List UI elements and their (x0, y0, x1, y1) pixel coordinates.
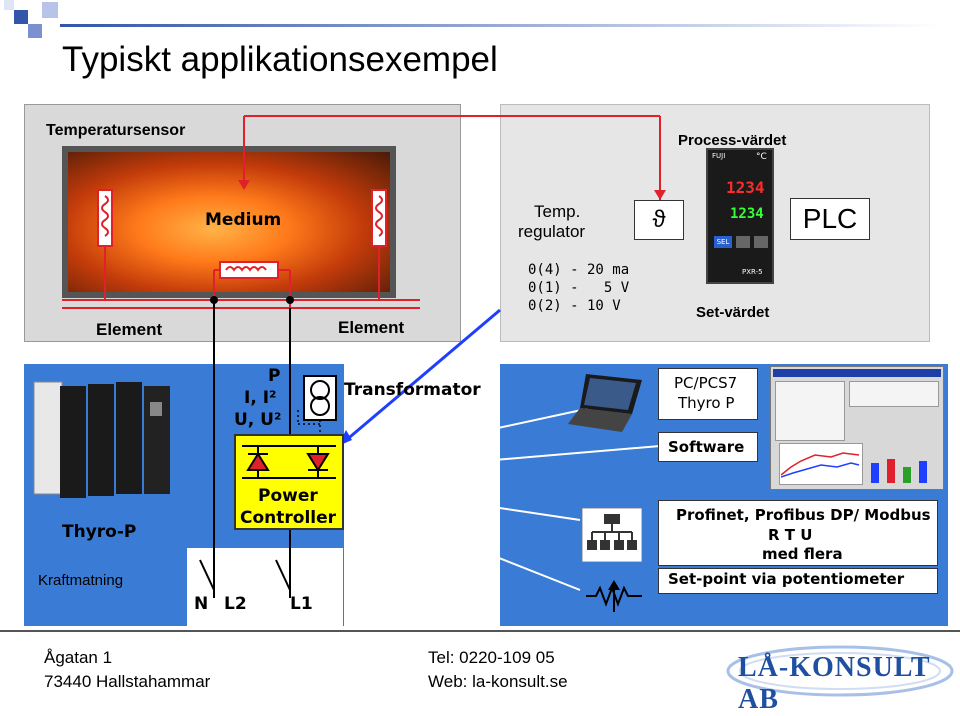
footer-web[interactable]: Web: la-konsult.se (428, 672, 568, 691)
set-value-label: Set-värdet (696, 304, 770, 321)
medium-label: Medium (205, 210, 282, 230)
signal-range-1: 0(4) - 20 ma (528, 262, 630, 278)
temperature-controller-device: FUJI °C 1234 1234 SEL PXR-5 (706, 148, 774, 284)
controller-pv-display: 1234 (726, 178, 765, 197)
footer-address-line1: Ågatan 1 (44, 648, 113, 667)
controller-model: PXR-5 (742, 268, 763, 276)
controller-brand: FUJI (712, 152, 726, 160)
controller-unit: °C (756, 152, 767, 162)
u-u2-label: U, U² (234, 410, 282, 430)
controller-up-button[interactable] (754, 236, 768, 248)
controller-down-button[interactable] (736, 236, 750, 248)
logo-swoosh (726, 645, 954, 697)
pc-pcs7-box (658, 368, 758, 420)
controller-sv-display: 1234 (730, 206, 764, 222)
transformator-label: Transformator (344, 380, 481, 400)
power-controller-label-line2: Controller (240, 508, 337, 528)
element-right-label: Element (338, 318, 405, 337)
controller-sel-button[interactable]: SEL (714, 236, 732, 248)
pc-pcs7-label-line2: Thyro P (678, 394, 735, 412)
p-label: P (268, 366, 281, 386)
theta-symbol: ϑ (634, 200, 684, 240)
footer-tel: Tel: 0220-109 05 (428, 648, 555, 667)
furnace-image (62, 146, 396, 298)
transformer-icon (303, 375, 337, 421)
neutral-label: N (194, 594, 209, 614)
process-value-label: Process-värdet (678, 132, 787, 149)
network-icon (582, 508, 642, 562)
element-left-label: Element (96, 320, 163, 339)
heater-coil-middle (219, 261, 279, 279)
software-box (658, 432, 758, 462)
plc-box: PLC (790, 198, 870, 240)
software-label: Software (668, 438, 745, 456)
l2-label: L2 (224, 594, 247, 614)
power-controller-box (234, 434, 344, 530)
company-logo: LÅ-KONSULT AB (738, 652, 931, 715)
software-screenshot (770, 366, 944, 490)
protocol-label-line2: R T U (768, 526, 813, 544)
heater-coil-right (371, 189, 387, 247)
thyristor-icon (242, 445, 336, 479)
thyro-p-label: Thyro-P (62, 522, 137, 542)
potentiometer-icon (586, 580, 642, 612)
page-title: Typiskt applikationsexempel (62, 40, 498, 79)
l1-label: L1 (290, 594, 313, 614)
temp-regulator-label-line2: regulator (518, 222, 586, 241)
wiring-diagram (62, 115, 666, 598)
protocol-box (658, 500, 938, 566)
i-i2-label: I, I² (244, 388, 277, 408)
protocol-label-line3: med flera (762, 545, 843, 563)
signal-range-2: 0(1) - 5 V (528, 280, 630, 296)
kraftmatning-label: Kraftmatning (38, 572, 124, 589)
corner-decoration (4, 0, 940, 38)
pc-pcs7-label-line1: PC/PCS7 (674, 374, 738, 392)
setpoint-box (658, 568, 938, 594)
setpoint-label: Set-point via potentiometer (668, 570, 905, 588)
heater-coil-left (97, 189, 113, 247)
temp-regulator-label-line1: Temp. (534, 202, 581, 221)
signal-range-3: 0(2) - 10 V (528, 298, 621, 314)
thyro-p-device-image (33, 381, 170, 498)
temperature-sensor-label: Temperatursensor (46, 122, 186, 139)
power-controller-label-line1: Power (258, 486, 318, 506)
footer-divider (0, 630, 960, 632)
protocol-label-line1: Profinet, Profibus DP/ Modbus (676, 506, 931, 524)
footer-address-line2: 73440 Hallstahammar (44, 672, 211, 691)
laptop-icon (568, 374, 642, 432)
